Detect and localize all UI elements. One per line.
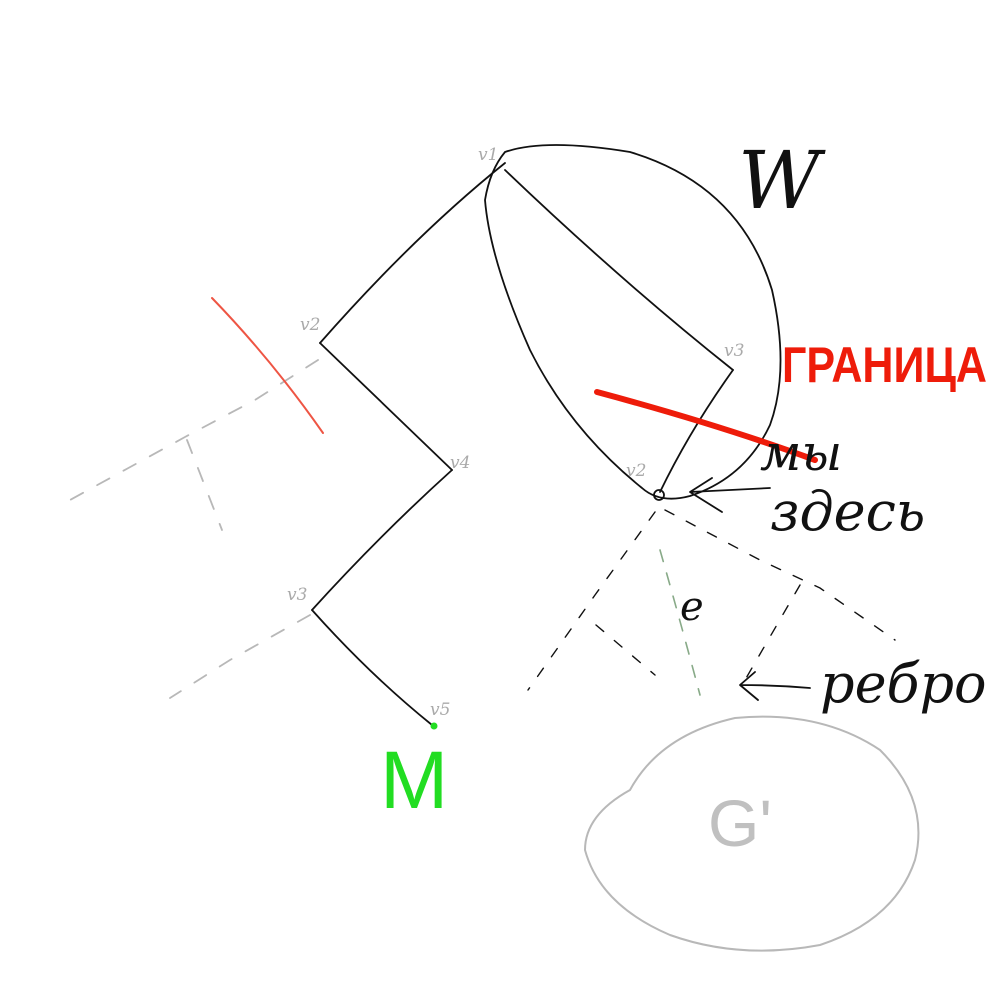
label-v3-right: v3: [724, 341, 744, 361]
edge-e-green: [659, 549, 701, 696]
g-prime-outline: [583, 715, 920, 952]
arrow-to-edge: [739, 671, 811, 701]
edge-v2-v4: [319, 342, 453, 471]
label-here: здесь: [770, 480, 925, 543]
w-region-outline: [484, 144, 782, 500]
arrow-to-v2: [689, 477, 771, 513]
dashed-edge-left-sub: [595, 624, 656, 676]
we-here-annotation: мы здесь: [689, 424, 925, 543]
dashed-branch-from-v2: [69, 359, 319, 501]
dashed-edge-right: [664, 509, 896, 641]
label-we: мы: [760, 424, 842, 482]
border-group: ГРАНИЦА: [594, 337, 987, 463]
label-v3-left: v3: [287, 585, 307, 605]
edge-v4-v3: [311, 469, 453, 611]
red-cut-stroke: [211, 297, 324, 434]
v5-green-dot: [430, 722, 438, 730]
label-W: W: [738, 134, 826, 227]
border-line: [594, 389, 818, 463]
label-v4: v4: [450, 453, 470, 473]
label-M: M: [380, 735, 448, 826]
vertex-v2-marker: [653, 489, 665, 501]
edge-v1-v2: [319, 162, 506, 344]
dashed-subbranch: [186, 439, 223, 531]
dashed-edge-right-sub: [744, 584, 801, 681]
label-v5: v5: [430, 700, 450, 720]
edge-v3-v2: [659, 369, 734, 493]
label-G-prime: G': [708, 786, 772, 860]
left-path: v1 v2 v4 v3 v5 M: [69, 145, 506, 826]
label-edge: ребро: [820, 652, 987, 715]
dashed-edge-left: [527, 511, 656, 691]
label-e: e: [680, 584, 704, 630]
subtree-below: e ребро: [527, 509, 987, 715]
border-label: ГРАНИЦА: [782, 337, 987, 393]
label-v2-left: v2: [300, 315, 320, 335]
label-v2-right: v2: [626, 461, 646, 481]
label-v1-left: v1: [478, 145, 498, 165]
dashed-branch-from-v3: [169, 614, 311, 699]
edge-v3-v5: [311, 609, 433, 726]
w-region: v3 v2 W: [484, 134, 826, 501]
edge-v1-v3: [504, 169, 734, 371]
g-prime-region: G': [583, 715, 920, 952]
